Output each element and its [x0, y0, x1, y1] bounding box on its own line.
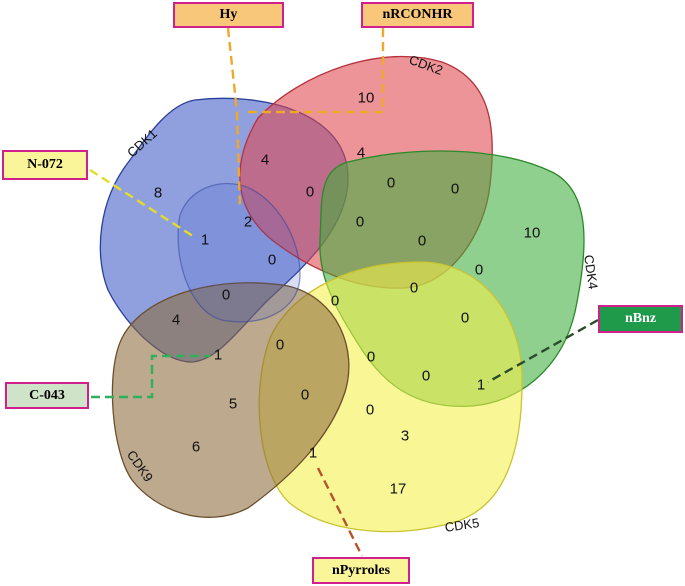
region-count-cdk5-only: 17 — [390, 481, 407, 498]
callout-n072: N-072 — [2, 150, 88, 180]
callout-line-npyrroles — [316, 467, 364, 557]
callout-line-nbnz — [487, 318, 599, 384]
callout-c043: C-043 — [5, 382, 89, 409]
callout-hy: Hy — [173, 2, 284, 28]
callout-label-nbnz: nBnz — [624, 311, 657, 326]
callout-nrconhr: nRCONHR — [361, 2, 474, 28]
region-count-r-top-c: 0 — [451, 181, 459, 198]
region-count-r-left-a: 0 — [222, 287, 230, 304]
region-count-r-mid-r: 0 — [410, 280, 418, 297]
region-count-r-right-c: 0 — [461, 310, 469, 327]
callout-label-n072: N-072 — [27, 157, 63, 172]
region-count-r-center-l: 0 — [276, 337, 284, 354]
set-cdk1-inner-lobe — [177, 183, 301, 323]
callout-line-hy — [226, 27, 242, 209]
set-label-cdk4: CDK4 — [581, 254, 601, 290]
region-count-r-left-b: 4 — [172, 312, 180, 329]
region-count-r-c043: 1 — [214, 347, 222, 364]
region-count-r-right-b: 0 — [475, 262, 483, 279]
region-count-cdk2-only: 10 — [358, 90, 375, 107]
region-count-r-center: 0 — [331, 293, 339, 310]
region-count-r-n072: 1 — [201, 232, 209, 249]
callout-npyrroles: nPyrroles — [312, 557, 410, 584]
region-count-cdk4-only: 10 — [524, 225, 541, 242]
region-count-r-center-ul: 0 — [268, 252, 276, 269]
region-count-r-bnz: 1 — [477, 377, 485, 394]
callout-line-n072 — [89, 168, 197, 240]
region-count-r-top-b: 0 — [387, 175, 395, 192]
region-count-cdk9-only: 6 — [192, 439, 200, 456]
callout-label-hy: Hy — [219, 7, 238, 22]
region-count-r-low-left: 5 — [229, 396, 237, 413]
region-count-r-low-mid: 0 — [301, 387, 309, 404]
callout-label-c043: C-043 — [29, 387, 65, 403]
region-count-r-cdk1-cdk2: 4 — [261, 152, 269, 169]
callout-line-c043 — [91, 354, 210, 399]
callout-label-nrconhr: nRCONHR — [382, 7, 453, 22]
region-count-r-hy: 2 — [244, 214, 252, 231]
set-cdk9-region — [111, 282, 350, 518]
region-count-cdk1-only: 8 — [154, 185, 162, 202]
region-count-r-top-a: 0 — [306, 184, 314, 201]
callout-label-npyrroles: nPyrroles — [331, 562, 391, 578]
region-count-r-pyrroles: 1 — [309, 445, 317, 462]
region-count-r-low-c: 0 — [366, 402, 374, 419]
callout-nbnz: nBnz — [598, 305, 683, 333]
region-count-r-center-lr: 0 — [367, 349, 375, 366]
region-count-r-cdk2-a: 4 — [357, 145, 365, 162]
set-label-cdk5: CDK5 — [444, 515, 480, 535]
region-count-r-right-a: 0 — [418, 233, 426, 250]
region-count-r-center-u: 0 — [356, 214, 364, 231]
region-count-r-right-low: 0 — [422, 368, 430, 385]
callout-line-nrconhr — [244, 28, 385, 114]
region-count-r-low-orange: 3 — [401, 428, 409, 445]
